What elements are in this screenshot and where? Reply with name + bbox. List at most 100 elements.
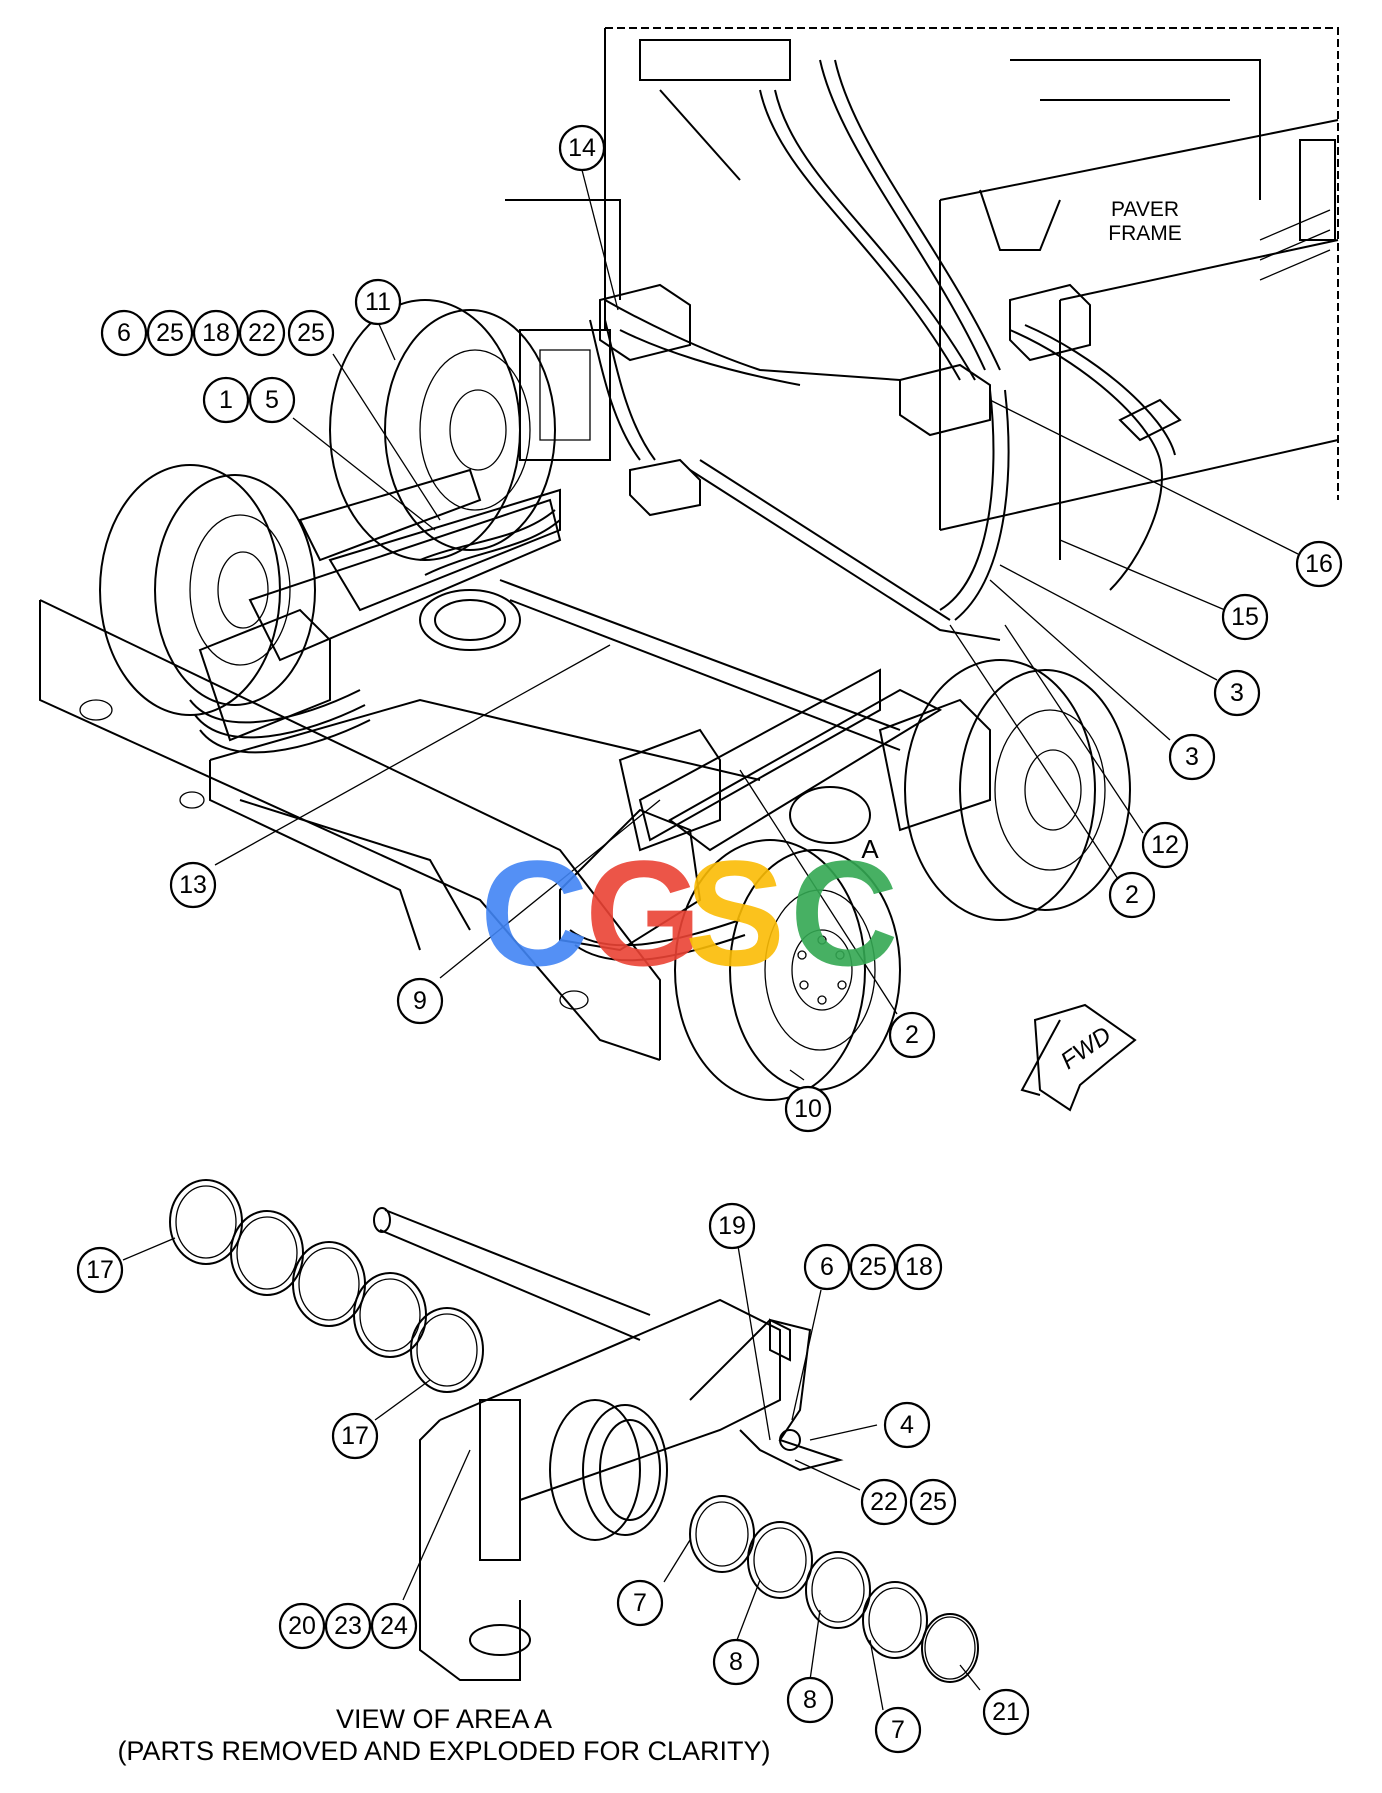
svg-text:2: 2 bbox=[905, 1021, 919, 1049]
callout-18: 18 bbox=[192, 309, 240, 357]
chassis-frame bbox=[39, 329, 761, 1061]
callout-19: 19 bbox=[708, 1202, 756, 1250]
svg-text:2: 2 bbox=[1125, 881, 1139, 909]
view-caption-line2: (PARTS REMOVED AND EXPLODED FOR CLARITY) bbox=[117, 1736, 770, 1766]
svg-text:4: 4 bbox=[900, 1411, 914, 1439]
callout-17: 17 bbox=[331, 1412, 379, 1460]
svg-text:17: 17 bbox=[86, 1256, 114, 1284]
svg-text:3: 3 bbox=[1230, 679, 1244, 707]
callout-7: 7 bbox=[616, 1579, 664, 1627]
svg-text:20: 20 bbox=[288, 1612, 316, 1640]
wheel-rear-right bbox=[904, 659, 1131, 921]
callout-14: 14 bbox=[558, 124, 606, 172]
svg-text:8: 8 bbox=[729, 1648, 743, 1676]
svg-text:16: 16 bbox=[1305, 550, 1333, 578]
callout-5: 5 bbox=[248, 376, 296, 424]
svg-text:25: 25 bbox=[297, 319, 325, 347]
svg-text:18: 18 bbox=[905, 1253, 933, 1281]
callout-22: 22 bbox=[860, 1478, 908, 1526]
callout-1: 1 bbox=[202, 376, 250, 424]
hydraulic-hoses bbox=[419, 59, 1176, 641]
callout-7: 7 bbox=[874, 1706, 922, 1754]
callout-24: 24 bbox=[370, 1602, 418, 1650]
svg-text:9: 9 bbox=[413, 987, 427, 1015]
paver-frame-drawing bbox=[505, 27, 1339, 560]
svg-text:25: 25 bbox=[156, 319, 184, 347]
svg-text:19: 19 bbox=[718, 1212, 746, 1240]
paver-frame-label-line1: PAVER bbox=[1111, 198, 1179, 221]
wheel-hoses bbox=[189, 689, 746, 962]
shim-ring bbox=[410, 1307, 484, 1393]
callout-25: 25 bbox=[287, 309, 335, 357]
wheels bbox=[99, 299, 1131, 1101]
callout-18: 18 bbox=[895, 1243, 943, 1291]
seal-ring bbox=[689, 1495, 755, 1573]
paver-frame-label-line2: FRAME bbox=[1108, 222, 1182, 245]
svg-text:12: 12 bbox=[1151, 831, 1179, 859]
callout-23: 23 bbox=[324, 1602, 372, 1650]
fwd-label: FWD bbox=[1056, 1021, 1116, 1074]
callout-17: 17 bbox=[76, 1246, 124, 1294]
svg-text:15: 15 bbox=[1231, 603, 1259, 631]
svg-text:8: 8 bbox=[803, 1686, 817, 1714]
svg-text:5: 5 bbox=[265, 386, 279, 414]
svg-text:10: 10 bbox=[794, 1095, 822, 1123]
svg-text:6: 6 bbox=[117, 319, 131, 347]
seal-ring bbox=[747, 1521, 813, 1599]
svg-text:23: 23 bbox=[334, 1612, 362, 1640]
svg-text:21: 21 bbox=[992, 1698, 1020, 1726]
callout-16: 16 bbox=[1295, 540, 1343, 588]
valve-blocks bbox=[599, 283, 1091, 517]
svg-text:6: 6 bbox=[820, 1253, 834, 1281]
watermark-letter-4: C bbox=[790, 829, 898, 997]
callout-2: 2 bbox=[888, 1011, 936, 1059]
leader-lines bbox=[122, 169, 1299, 1711]
svg-text:7: 7 bbox=[633, 1589, 647, 1617]
svg-text:3: 3 bbox=[1185, 743, 1199, 771]
callout-22: 22 bbox=[238, 309, 286, 357]
wheel-rear-left bbox=[329, 299, 556, 561]
callout-8: 8 bbox=[712, 1638, 760, 1686]
svg-text:25: 25 bbox=[919, 1488, 947, 1516]
view-caption-line1: VIEW OF AREA A bbox=[336, 1704, 552, 1734]
exploded-view bbox=[373, 1207, 844, 1681]
callout-8: 8 bbox=[786, 1676, 834, 1724]
watermark: C G S C bbox=[480, 829, 898, 997]
svg-text:17: 17 bbox=[341, 1422, 369, 1450]
callout-4: 4 bbox=[883, 1401, 931, 1449]
callout-20: 20 bbox=[278, 1602, 326, 1650]
fwd-arrow: FWD bbox=[1020, 1003, 1137, 1112]
svg-text:13: 13 bbox=[179, 871, 207, 899]
shim-ring bbox=[353, 1272, 427, 1358]
watermark-letter-1: C bbox=[480, 829, 588, 997]
callout-25: 25 bbox=[909, 1478, 957, 1526]
seal-ring bbox=[862, 1581, 928, 1659]
watermark-letter-2: G bbox=[585, 829, 702, 997]
svg-text:7: 7 bbox=[891, 1716, 905, 1744]
area-a-marker: A bbox=[861, 834, 879, 864]
callout-6: 6 bbox=[100, 309, 148, 357]
exploded-rings bbox=[169, 1179, 979, 1683]
callout-6: 6 bbox=[803, 1243, 851, 1291]
callout-2: 2 bbox=[1108, 871, 1156, 919]
callouts: 14 11 6 25 18 22 25 1 5 16 15 3 3 12 2 2… bbox=[76, 124, 1343, 1754]
callout-11: 11 bbox=[354, 278, 402, 326]
callout-3: 3 bbox=[1213, 669, 1261, 717]
callout-13: 13 bbox=[169, 861, 217, 909]
shim-ring bbox=[230, 1210, 304, 1296]
callout-3: 3 bbox=[1168, 733, 1216, 781]
svg-text:25: 25 bbox=[859, 1253, 887, 1281]
callout-12: 12 bbox=[1141, 821, 1189, 869]
svg-text:24: 24 bbox=[380, 1612, 408, 1640]
callout-15: 15 bbox=[1221, 593, 1269, 641]
wheel-front-left bbox=[99, 464, 316, 716]
seal-ring bbox=[805, 1551, 871, 1629]
svg-text:14: 14 bbox=[568, 134, 596, 162]
svg-text:11: 11 bbox=[365, 288, 391, 316]
callout-21: 21 bbox=[982, 1688, 1030, 1736]
callout-25: 25 bbox=[849, 1243, 897, 1291]
svg-text:22: 22 bbox=[870, 1488, 898, 1516]
watermark-letter-3: S bbox=[685, 829, 785, 997]
retaining-ring bbox=[921, 1613, 979, 1683]
